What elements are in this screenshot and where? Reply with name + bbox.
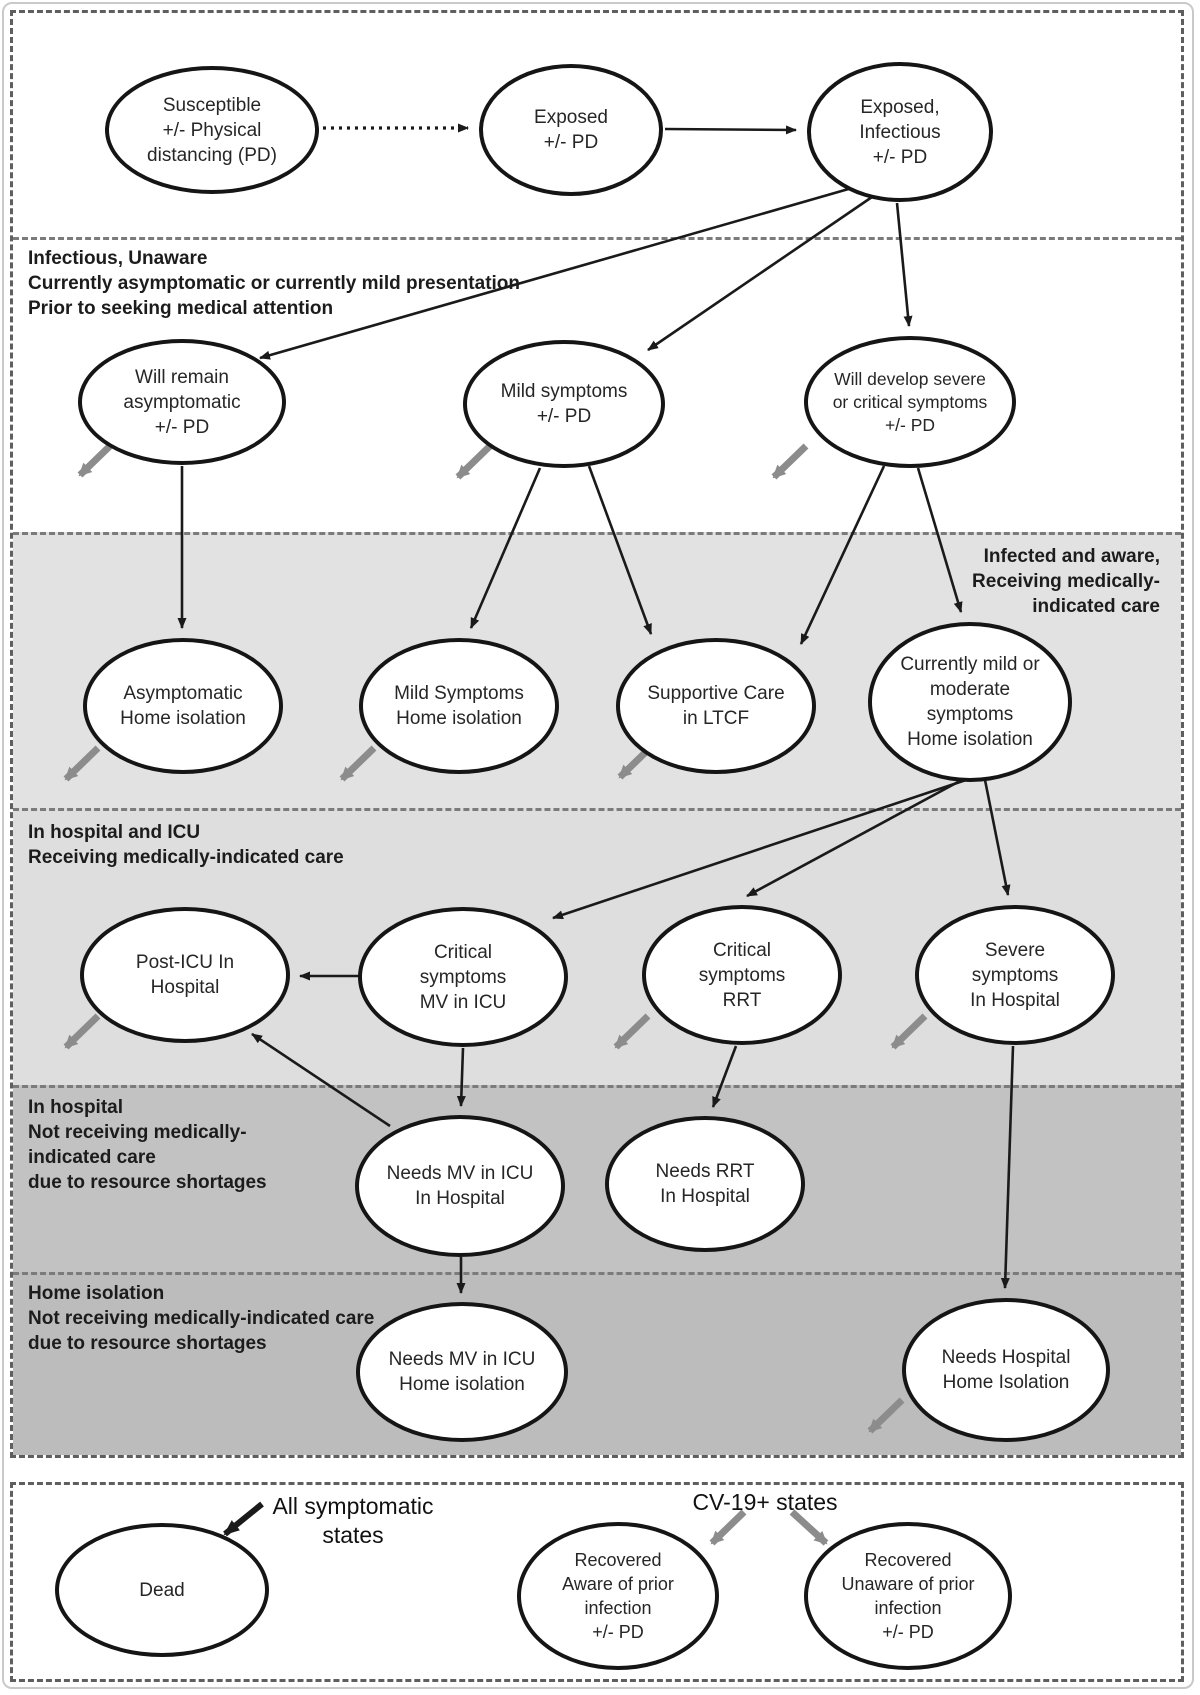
node-will-remain-asymptomatic: Will remain asymptomatic +/- PD [78, 339, 286, 465]
node-supportive-care-ltcf: Supportive Care in LTCF [616, 638, 816, 774]
arrow-mild-to-mild-home [469, 467, 542, 629]
node-needs-rrt-hospital: Needs RRT In Hospital [605, 1116, 805, 1252]
label-infectious-unaware: Infectious, Unaware Currently asymptomat… [28, 248, 521, 319]
arrow-currently-mild-to-severe [983, 779, 1011, 896]
arrow-critical-mv-to-needs-mv-hospital [456, 1047, 466, 1107]
node-will-develop-severe: Will develop severe or critical symptoms… [804, 336, 1016, 468]
node-currently-mild-moderate: Currently mild or moderate symptoms Home… [868, 622, 1072, 782]
gray-exit-will-develop [771, 443, 809, 480]
arrow-infectious-to-will-develop [895, 202, 913, 327]
node-mild-symptoms-home: Mild Symptoms Home isolation [359, 638, 559, 774]
arrow-will-develop-to-currently-mild [916, 467, 963, 613]
arrow-currently-mild-to-critical-mv [552, 778, 967, 920]
gray-exit-critical-rrt [613, 1013, 651, 1050]
gray-recovery-arrows [63, 441, 928, 1546]
node-asymptomatic-home: Asymptomatic Home isolation [83, 638, 283, 774]
arrow-currently-mild-to-critical-rrt [746, 780, 959, 898]
label-home-no-care: Home isolation Not receiving medically-i… [28, 1283, 375, 1354]
band-hospital-no-care [13, 1085, 1181, 1272]
gray-exit-asym-home [63, 745, 101, 782]
gray-exit-will-remain [77, 441, 115, 478]
node-recovered-aware: Recovered Aware of prior infection +/- P… [517, 1522, 719, 1670]
label-cv19-states: CV-19+ states [692, 1489, 838, 1515]
arrow-all-symptomatic-to-dead [223, 1501, 264, 1537]
node-needs-mv-icu-home: Needs MV in ICU Home isolation [356, 1302, 568, 1442]
label-infected-aware: Infected and aware, Receiving medically-… [972, 546, 1160, 617]
node-post-icu-hospital: Post-ICU In Hospital [80, 907, 290, 1043]
node-needs-hospital-home: Needs Hospital Home Isolation [902, 1298, 1110, 1442]
arrow-critical-rrt-to-needs-rrt-hospital [711, 1045, 738, 1108]
node-critical-mv-icu: Critical symptoms MV in ICU [358, 907, 568, 1047]
gray-exit-mild-home [339, 745, 377, 782]
label-hospital-no-care: In hospital Not receiving medically- ind… [28, 1097, 267, 1193]
node-severe-hospital: Severe symptoms In Hospital [915, 905, 1115, 1045]
label-all-symptomatic-states: All symptomatic states [272, 1493, 434, 1548]
arrow-exposed-to-infectious [664, 125, 797, 135]
node-dead: Dead [55, 1523, 269, 1657]
gray-exit-severe [890, 1013, 928, 1050]
arrow-infectious-to-will-remain [259, 186, 853, 360]
arrow-infectious-to-mild [647, 195, 873, 352]
gray-exit-needs-hospital-home [867, 1397, 905, 1434]
label-hospital-icu: In hospital and ICU Receiving medically-… [28, 822, 344, 868]
node-susceptible: Susceptible +/- Physical distancing (PD) [105, 66, 319, 194]
node-exposed-infectious: Exposed, Infectious +/- PD [807, 62, 993, 202]
gray-exit-post-icu [63, 1013, 101, 1050]
arrow-will-develop-to-supportive [799, 465, 886, 645]
arrow-mild-to-supportive [587, 465, 653, 635]
black-arrows [177, 123, 1015, 1537]
node-mild-symptoms: Mild symptoms +/- PD [463, 340, 665, 468]
gray-exit-mild [455, 443, 493, 480]
node-exposed: Exposed +/- PD [479, 64, 663, 196]
node-recovered-unaware: Recovered Unaware of prior infection +/-… [804, 1522, 1012, 1670]
node-needs-mv-icu-hospital: Needs MV in ICU In Hospital [355, 1115, 565, 1257]
node-critical-rrt: Critical symptoms RRT [642, 905, 842, 1045]
arrow-severe-to-needs-hospital-home [1000, 1045, 1015, 1289]
gray-cv19-to-recovered-unaware [789, 1509, 829, 1546]
arrow-needs-mv-hospital-to-post-icu [251, 1032, 391, 1128]
gray-cv19-to-recovered-aware [709, 1509, 747, 1546]
